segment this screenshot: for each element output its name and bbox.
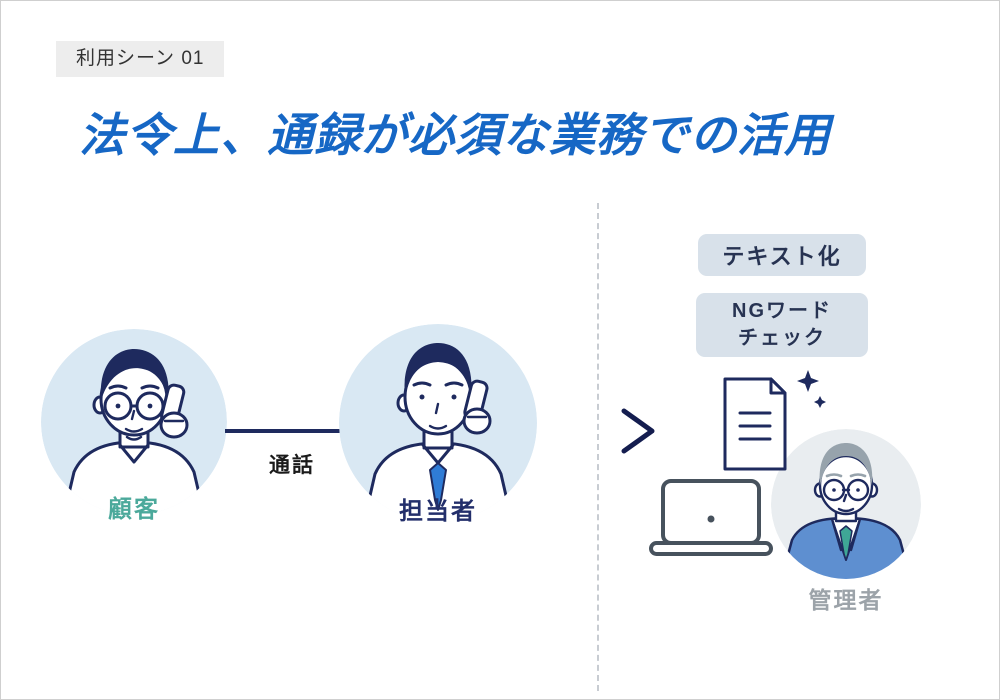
- customer-label: 顧客: [108, 496, 160, 523]
- ng-word-check-badge: NGワード チェック: [696, 293, 868, 357]
- manager-label: 管理者: [808, 587, 884, 613]
- sparkle-icon: [797, 370, 819, 392]
- customer-illustration: [41, 329, 227, 515]
- manager-face: [813, 443, 879, 516]
- manager-hair: [819, 443, 873, 486]
- laptop-icon: [649, 479, 773, 556]
- sparkle-icon-small: [814, 396, 826, 408]
- flow-arrow-icon: [534, 408, 655, 454]
- manager-body: [779, 499, 913, 579]
- call-connector-line: [225, 429, 341, 433]
- staff-tie: [429, 462, 447, 511]
- call-label: 通話: [261, 447, 323, 481]
- staff-phone-icon: [462, 379, 492, 435]
- customer-phone-icon: [159, 383, 189, 439]
- scene-number-badge: 利用シーン 01: [56, 41, 225, 77]
- staff-hair: [404, 343, 472, 398]
- staff-label: 担当者: [399, 498, 477, 525]
- customer-hair: [100, 349, 169, 401]
- manager-illustration: [771, 429, 921, 579]
- textize-badge: テキスト化: [698, 234, 866, 276]
- staff-illustration: [339, 324, 537, 522]
- page-title: 法令上、通録が必須な業務での活用: [79, 109, 831, 161]
- dashed-divider: [597, 203, 599, 691]
- document-icon: [723, 370, 826, 471]
- staff-body: [361, 421, 515, 522]
- manager-tie: [839, 525, 853, 561]
